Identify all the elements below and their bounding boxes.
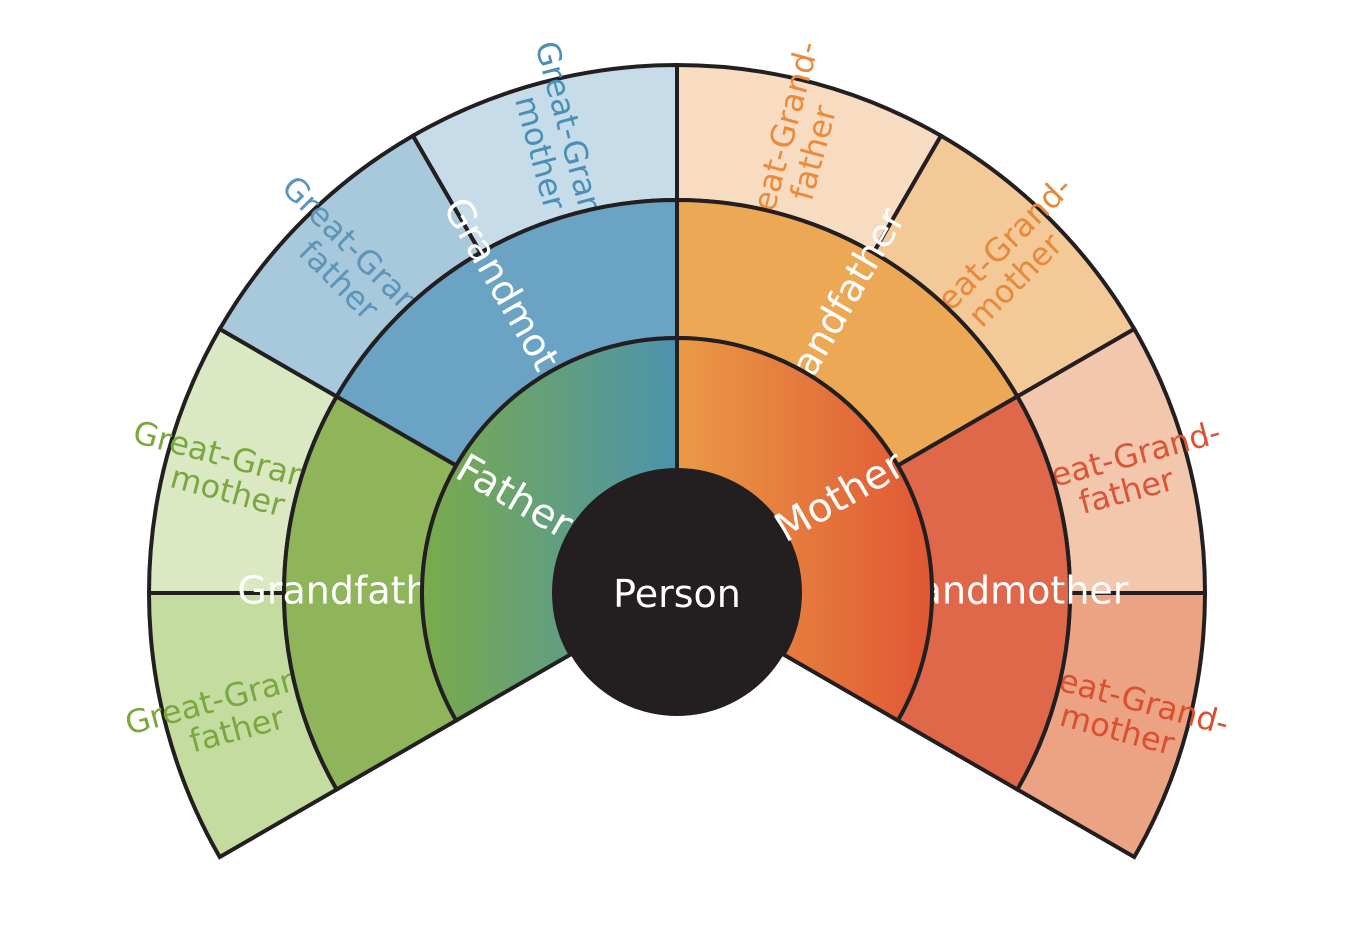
person-label: Person <box>613 572 741 616</box>
person-circle <box>554 470 800 716</box>
person-node: Person <box>554 470 800 716</box>
